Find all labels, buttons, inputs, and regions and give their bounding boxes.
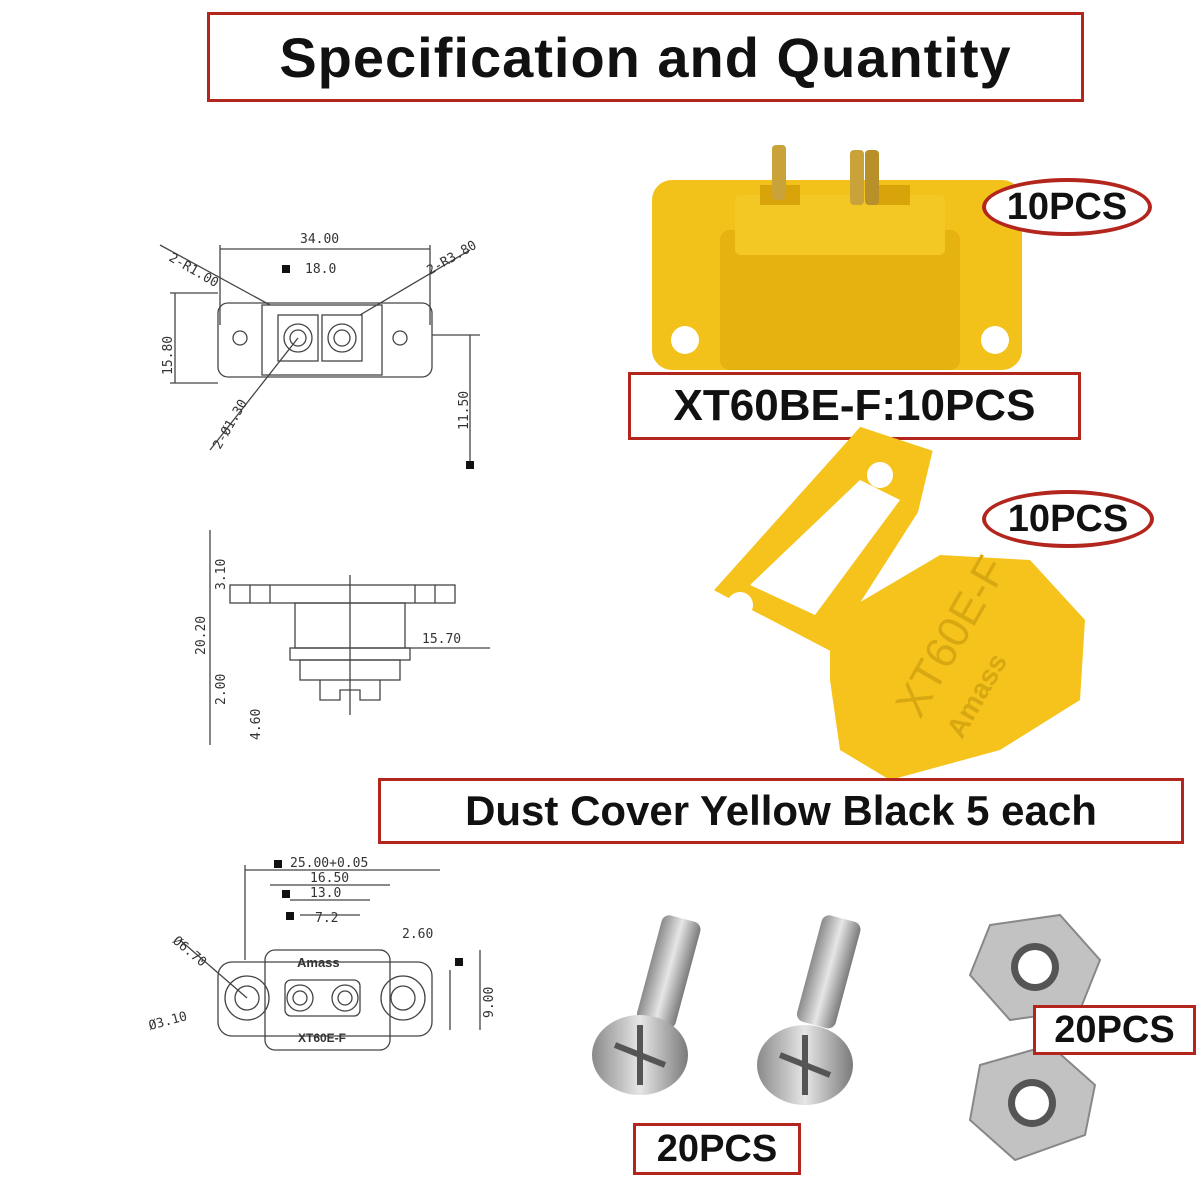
cover-name-label: Dust Cover Yellow Black 5 each <box>378 778 1184 844</box>
connector-name-label: XT60BE-F:10PCS <box>628 372 1081 440</box>
dust-cover-image: XT60E-F Amass <box>713 426 1085 780</box>
nut-qty-label: 20PCS <box>1033 1005 1196 1055</box>
page-title-text: Specification and Quantity <box>279 25 1012 89</box>
dim-cut-w: 25.00+0.05 <box>290 856 368 871</box>
dim-hole: 2-Ø1.30 <box>210 397 250 452</box>
dim-inner-width: 18.0 <box>305 262 336 277</box>
drawing-side-view: 3.10 20.20 2.00 4.60 15.70 <box>194 530 490 745</box>
nuts-image <box>968 913 1102 1162</box>
dim-r2: 2-R3.80 <box>425 238 480 278</box>
dim-cut-w2: 16.50 <box>310 871 349 886</box>
connector-image <box>652 145 1022 370</box>
cover-qty-badge: 10PCS <box>982 490 1154 548</box>
screws-image <box>592 915 861 1105</box>
page-title: Specification and Quantity <box>207 12 1084 102</box>
dim-d1: Ø6.70 <box>169 934 209 971</box>
dim-side-h4: 4.60 <box>249 709 264 740</box>
connector-qty-text: 10PCS <box>1006 185 1128 228</box>
dim-side-h3: 2.00 <box>214 674 229 705</box>
drawing-model: XT60E-F <box>298 1031 346 1045</box>
drawing-top-view: 34.00 18.0 2-R1.00 2-R3.80 15.80 2-Ø1.30… <box>159 232 480 469</box>
cover-qty-text: 10PCS <box>1007 497 1129 540</box>
drawing-cutout-view: 25.00+0.05 16.50 13.0 7.2 2.60 9.00 Ø6.7… <box>147 856 497 1051</box>
screw-qty-text: 20PCS <box>656 1127 778 1170</box>
dim-cut-w3: 13.0 <box>310 886 341 901</box>
dim-cut-h2: 9.00 <box>482 987 497 1018</box>
dim-side-w: 15.70 <box>422 632 461 647</box>
dim-h-right: 11.50 <box>457 391 472 430</box>
connector-qty-badge: 10PCS <box>982 178 1152 236</box>
dim-side-h1: 3.10 <box>214 559 229 590</box>
drawing-brand: Amass <box>297 955 340 970</box>
nut-qty-text: 20PCS <box>1054 1008 1175 1051</box>
connector-name-text: XT60BE-F:10PCS <box>673 381 1036 430</box>
dim-width-top: 34.00 <box>300 232 339 247</box>
dim-cut-w4: 7.2 <box>315 911 338 926</box>
dim-h-left: 15.80 <box>161 336 176 375</box>
dim-side-h2: 20.20 <box>194 616 209 655</box>
dim-r1: 2-R1.00 <box>166 250 221 290</box>
dim-d2: Ø3.10 <box>147 1009 189 1034</box>
dim-cut-h: 2.60 <box>402 927 433 942</box>
screw-qty-label: 20PCS <box>633 1123 801 1175</box>
cover-name-text: Dust Cover Yellow Black 5 each <box>465 787 1097 834</box>
